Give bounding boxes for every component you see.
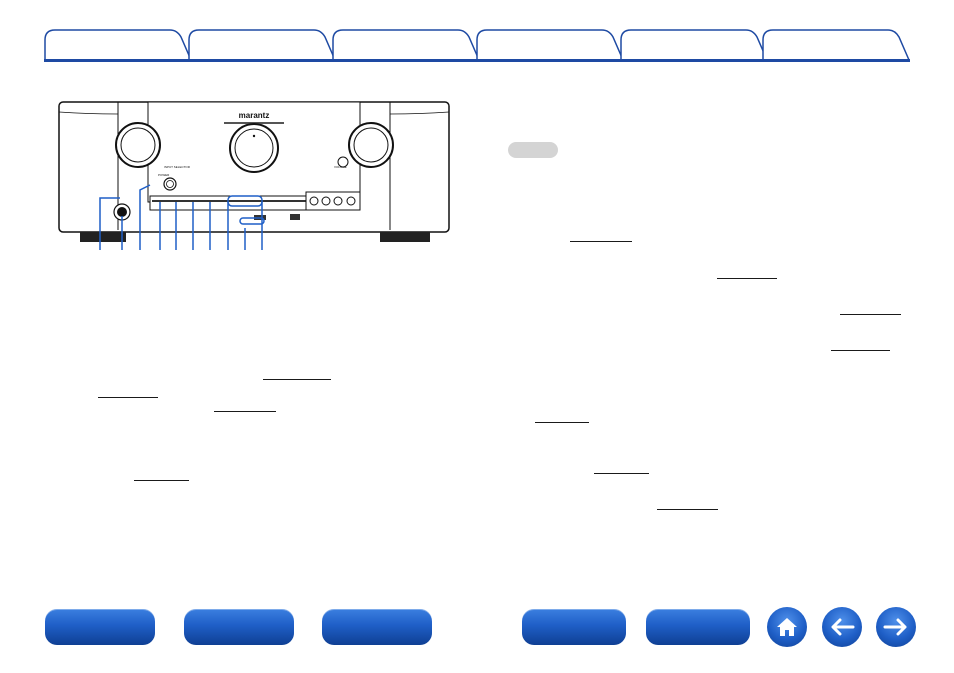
tab-4[interactable] [476, 28, 624, 61]
note-badge [508, 142, 558, 158]
volume-label: VOLUME [334, 165, 347, 169]
link-underline[interactable] [657, 509, 718, 510]
home-button[interactable] [767, 607, 807, 647]
tab-5[interactable] [620, 28, 768, 61]
arrow-right-icon [883, 618, 907, 636]
link-underline[interactable] [535, 422, 589, 423]
nav-button-5[interactable] [646, 609, 750, 645]
nav-button-4[interactable] [522, 609, 626, 645]
tab-underline [44, 59, 910, 62]
tab-6[interactable] [762, 28, 910, 61]
link-underline[interactable] [717, 278, 777, 279]
link-underline[interactable] [263, 379, 331, 380]
forward-button[interactable] [876, 607, 916, 647]
nav-button-2[interactable] [184, 609, 294, 645]
receiver-front-panel: marantz INPUT SELECTOR VOLUME POWER [58, 100, 450, 252]
link-underline[interactable] [98, 397, 158, 398]
link-underline[interactable] [831, 350, 890, 351]
link-underline[interactable] [214, 411, 276, 412]
link-underline[interactable] [840, 314, 901, 315]
back-button[interactable] [822, 607, 862, 647]
power-label: POWER [158, 173, 170, 177]
arrow-left-icon [831, 618, 855, 636]
tab-1[interactable] [44, 28, 192, 61]
link-underline[interactable] [134, 480, 189, 481]
home-icon [777, 618, 797, 636]
link-underline[interactable] [594, 473, 649, 474]
brand-logo: marantz [239, 111, 270, 120]
callout-lines [90, 180, 280, 252]
tab-bar [44, 28, 910, 62]
tab-3[interactable] [332, 28, 480, 61]
nav-button-1[interactable] [45, 609, 155, 645]
link-underline[interactable] [570, 241, 632, 242]
nav-button-3[interactable] [322, 609, 432, 645]
input-selector-label: INPUT SELECTOR [164, 165, 191, 169]
tab-2[interactable] [188, 28, 336, 61]
